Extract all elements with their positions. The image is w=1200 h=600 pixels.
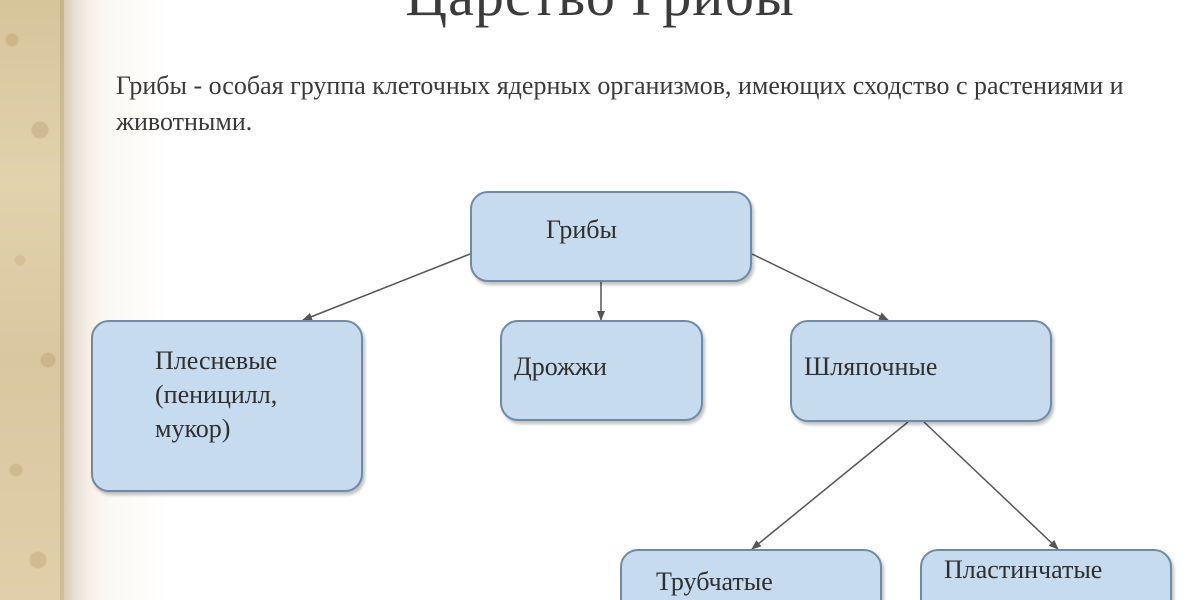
border-shadow <box>60 0 90 600</box>
node-fungi-root-label: Грибы <box>546 215 618 244</box>
node-yeast-label: Дрожжи <box>514 352 607 381</box>
arrow-root-to-cap <box>751 253 889 321</box>
node-cap-label: Шляпочные <box>804 352 938 381</box>
node-lamellar-label: Пластинчатые <box>944 555 1103 584</box>
arrow-root-to-mold <box>302 253 471 321</box>
node-tubular: Трубчатые <box>620 549 882 600</box>
slide-title: Царство Грибы <box>0 0 1200 29</box>
arrow-cap-to-lamellar <box>923 421 1059 550</box>
node-lamellar: Пластинчатые <box>920 549 1172 600</box>
parchment-border <box>0 0 64 600</box>
node-mold-label: Плесневые (пеницилл, мукор) <box>155 346 278 443</box>
arrow-cap-to-tubular <box>751 421 909 550</box>
node-fungi-root: Грибы <box>470 191 752 282</box>
node-tubular-label: Трубчатые <box>656 567 773 596</box>
node-yeast: Дрожжи <box>500 320 703 421</box>
intro-text: Грибы - особая группа клеточных ядерных … <box>116 71 1124 136</box>
node-mold: Плесневые (пеницилл, мукор) <box>91 320 363 492</box>
node-cap: Шляпочные <box>790 320 1052 422</box>
